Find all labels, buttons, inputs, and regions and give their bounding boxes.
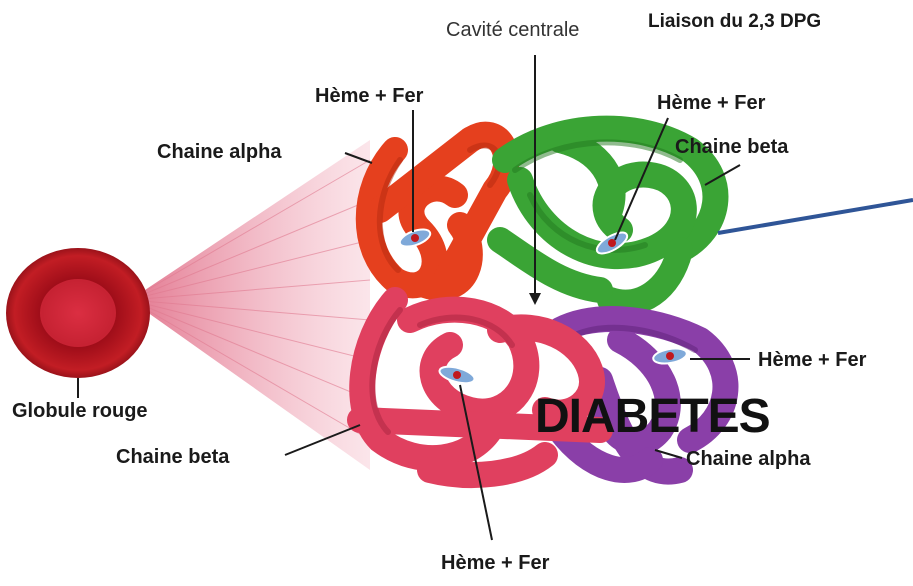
label-cavite-centrale: Cavité centrale bbox=[446, 20, 579, 40]
label-chaine-alpha-top: Chaine alpha bbox=[157, 142, 281, 162]
label-liaison-dpg: Liaison du 2,3 DPG bbox=[648, 12, 821, 31]
blue-pointer-line bbox=[718, 200, 913, 233]
label-heme-fer-top-right: Hème + Fer bbox=[657, 93, 765, 113]
red-blood-cell bbox=[6, 248, 150, 378]
heme-disk-alpha-bottom bbox=[652, 346, 688, 366]
alpha-chain-top bbox=[369, 135, 507, 290]
label-diabetes: DIABETES bbox=[535, 393, 770, 441]
label-chaine-beta-top: Chaine beta bbox=[675, 137, 788, 157]
label-heme-fer-bottom: Hème + Fer bbox=[441, 553, 549, 573]
label-heme-fer-top-left: Hème + Fer bbox=[315, 86, 423, 106]
label-globule-rouge: Globule rouge bbox=[12, 401, 148, 421]
label-chaine-alpha-bottom: Chaine alpha bbox=[686, 449, 810, 469]
label-heme-fer-right: Hème + Fer bbox=[758, 350, 866, 370]
arrow-cavite bbox=[529, 293, 541, 305]
label-chaine-beta-bottom: Chaine beta bbox=[116, 447, 229, 467]
zoom-cone bbox=[130, 140, 370, 470]
